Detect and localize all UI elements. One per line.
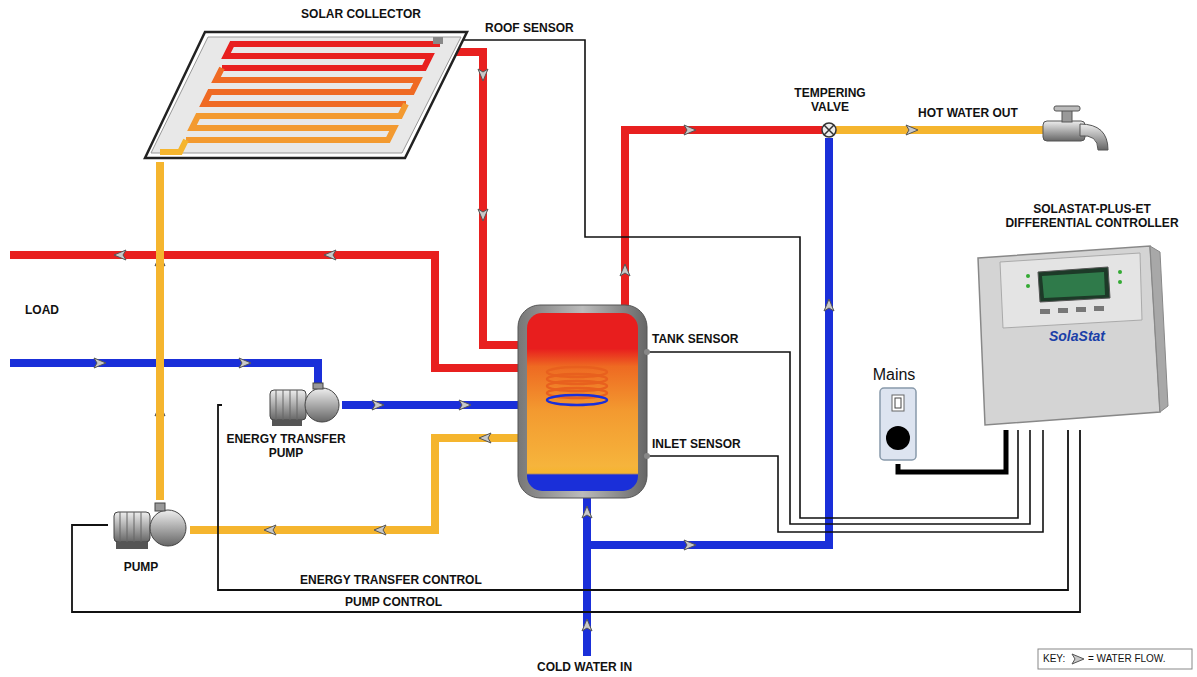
water-pipe-line [156,162,164,500]
part-label: KEY: [1043,653,1065,665]
tempering-valve: TEMPERING VALVE [782,84,878,140]
differential-controller-shape [968,200,1194,430]
node-label: SolaStat [1032,328,1122,344]
mains-outlet: Mains [862,366,926,464]
legend-text: = WATER FLOW. [1088,653,1166,665]
part-label: INLET SENSOR [652,437,741,451]
control-wire-line [72,430,1080,612]
energy-transfer-pump: ENERGY TRANSFER PUMP [222,380,350,470]
node-label: ENERGY TRANSFER PUMP [222,432,350,460]
differential-controller: SOLASTAT-PLUS-ET DIFFERENTIAL CONTROLLER… [968,200,1194,430]
solar-collector-shape [140,6,474,162]
part-label: ROOF SENSOR [485,21,574,35]
control-wire-line [218,405,1068,590]
edge-label: ENERGY TRANSFER CONTROL [300,573,482,587]
node-label: SOLAR COLLECTOR [296,7,426,21]
part-label: TANK SENSOR [652,332,738,346]
edge-label: PUMP CONTROL [345,595,442,609]
control-wire [72,430,1080,612]
node-label: Mains [862,366,926,384]
node-label: PUMP [108,560,174,574]
node-label: TEMPERING VALVE [782,86,878,114]
node-label: SOLASTAT-PLUS-ET DIFFERENTIAL CONTROLLER [996,202,1188,230]
control-wire [218,405,1068,590]
part-label: COLD WATER IN [537,660,632,674]
solar-collector: SOLAR COLLECTOR [140,6,474,162]
part-label: HOT WATER OUT [918,106,1018,120]
part-label: LOAD [25,303,59,317]
circulating-pump: PUMP [108,500,198,580]
water-pipe [160,162,161,500]
